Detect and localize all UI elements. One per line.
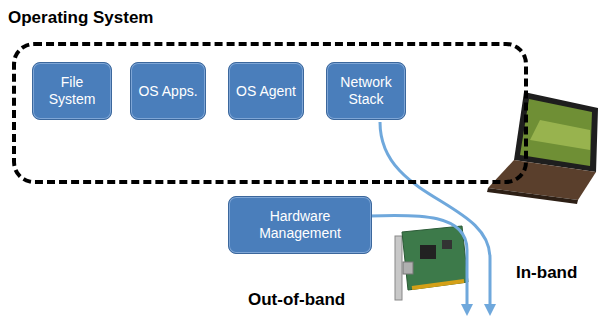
operating-system-region: Operating SystemFile SystemOS Apps.OS Ag… <box>12 42 528 184</box>
box-label: OS Agent <box>231 83 301 100</box>
laptop-screen <box>520 99 592 166</box>
laptop-illustration <box>487 92 598 204</box>
laptop-edge <box>487 188 578 204</box>
channel-label: In-band <box>516 263 577 283</box>
box-label: Hardware Management <box>229 208 371 242</box>
card-bracket <box>395 236 402 300</box>
component-box: Network Stack <box>326 62 406 120</box>
card-jack <box>403 262 413 274</box>
region-heading: Operating System <box>8 8 154 28</box>
in-band-arrow <box>380 122 490 310</box>
component-box: OS Apps. <box>130 62 206 120</box>
box-label: File System <box>33 74 111 108</box>
component-box: Hardware Management <box>228 196 372 254</box>
laptop-screen-highlight <box>530 120 590 150</box>
card-chip <box>442 240 452 249</box>
out-of-band-arrow <box>369 215 467 310</box>
component-box: OS Agent <box>228 62 304 120</box>
card-chip <box>420 245 436 259</box>
channel-label: Out-of-band <box>248 290 345 310</box>
component-box: File System <box>32 62 112 120</box>
network-card-illustration <box>395 226 468 300</box>
box-label: OS Apps. <box>133 83 202 100</box>
box-label: Network Stack <box>327 74 405 108</box>
card-pcb <box>402 226 468 290</box>
card-connector <box>412 281 464 288</box>
